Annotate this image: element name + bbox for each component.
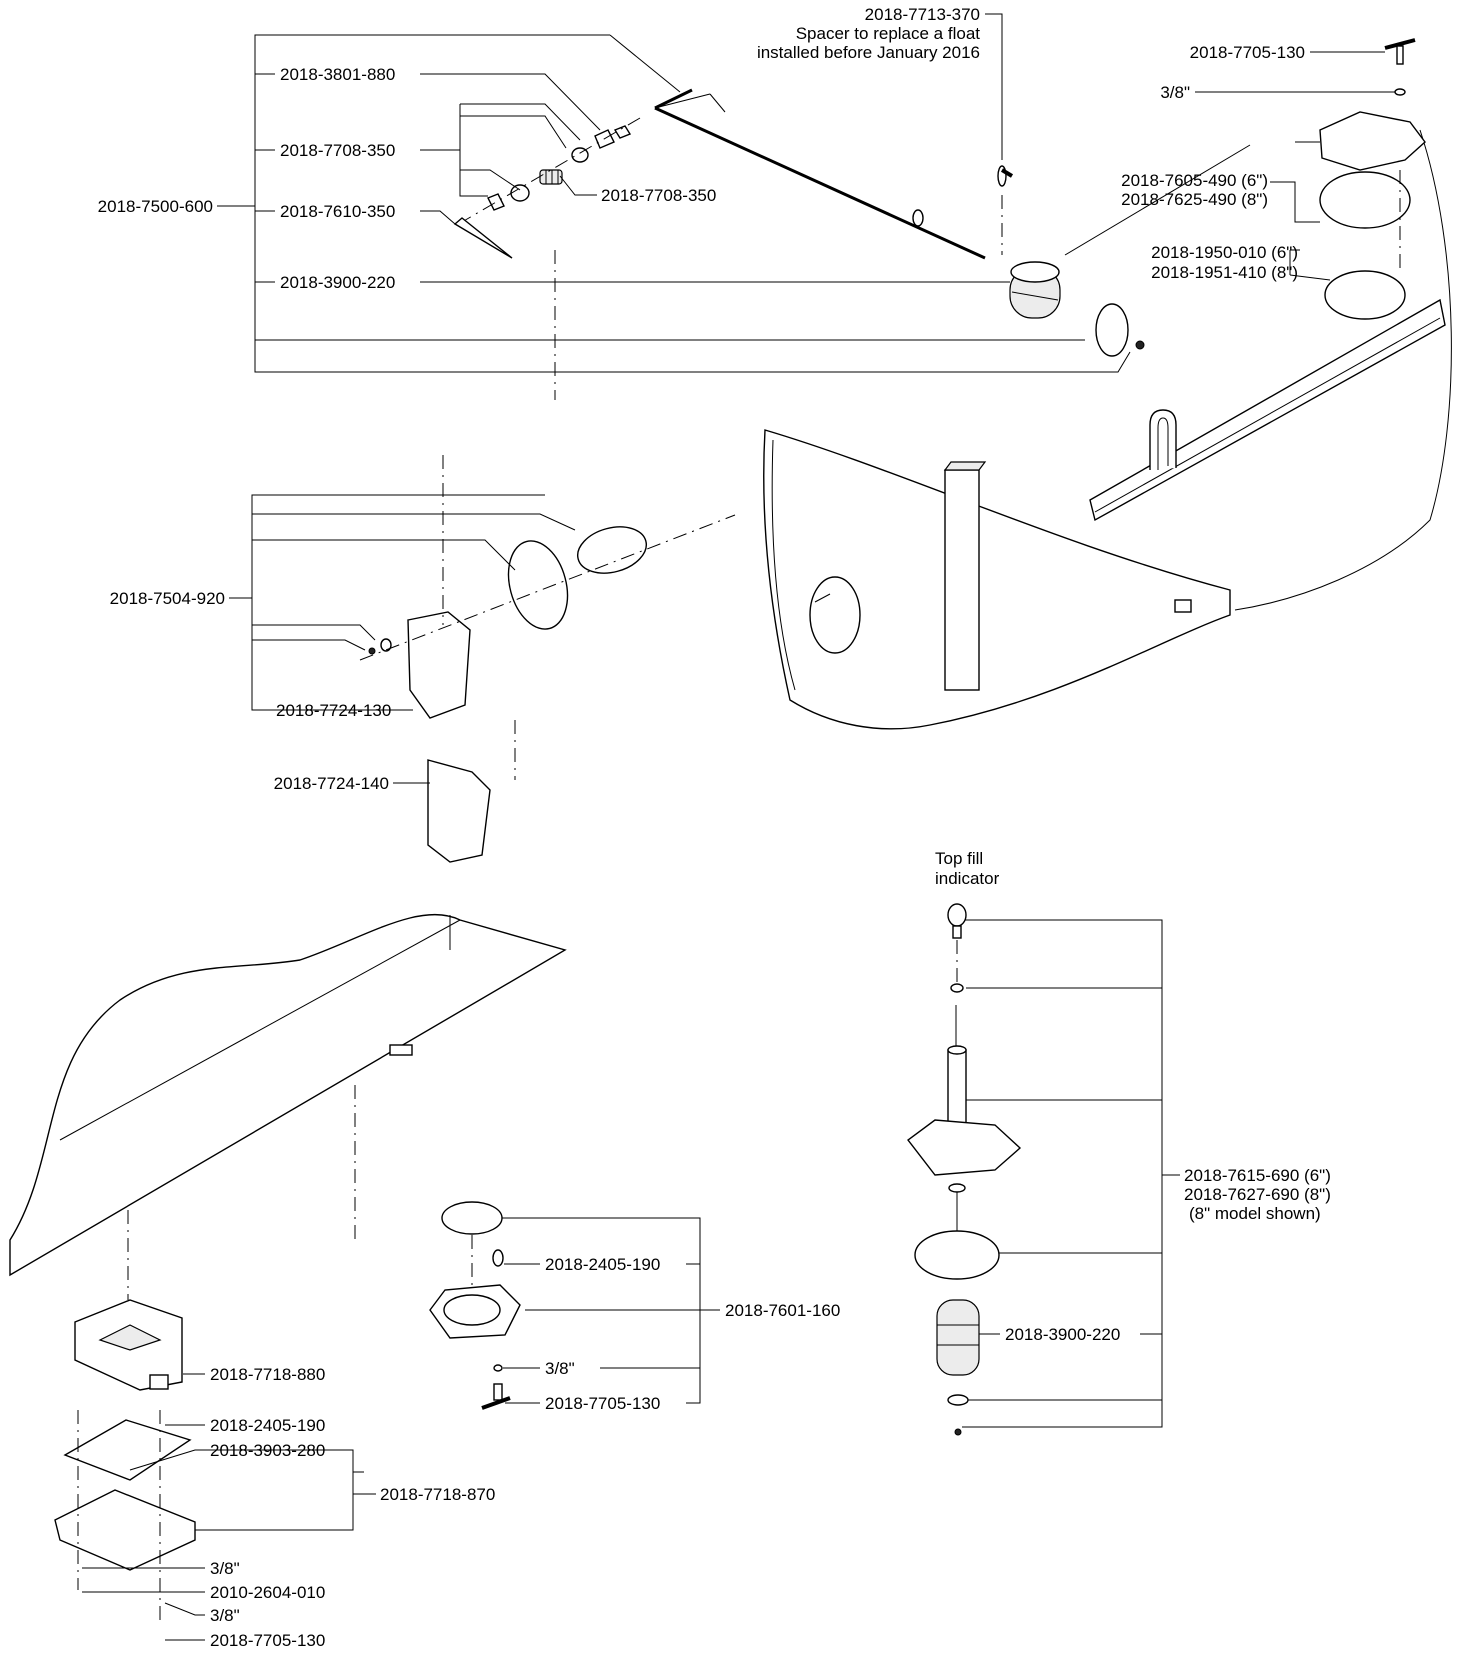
indicator-float [936, 1299, 980, 1376]
label-ind-6: 2018-7615-690 (6") [1184, 1166, 1331, 1185]
label-float-kit: 2018-7500-600 [98, 197, 213, 216]
float-assembly [453, 88, 1145, 400]
tank-body [763, 129, 1452, 730]
label-top-fill-2: indicator [935, 869, 1000, 888]
label-nut-a: 2018-3801-880 [280, 65, 395, 84]
ring-assembly [429, 1201, 521, 1410]
label-plate-a: 2018-7724-130 [276, 701, 391, 720]
spacer [997, 165, 1014, 187]
label-mount-kit: 2018-7718-870 [380, 1485, 495, 1504]
label-gasket-c: 2018-3903-280 [210, 1441, 325, 1460]
label-washer-d: 3/8" [210, 1606, 240, 1625]
spring [539, 169, 563, 185]
label-top-fill-1: Top fill [935, 849, 983, 868]
label-ind-note: (8" model shown) [1189, 1204, 1321, 1223]
label-screw-c: 2018-2405-190 [210, 1416, 325, 1435]
label-nut-c: 2010-2604-010 [210, 1583, 325, 1602]
label-tee-c: 2018-7705-130 [210, 1631, 325, 1650]
label-ind-8: 2018-7627-690 (8") [1184, 1185, 1331, 1204]
top-cap-assembly [1319, 38, 1426, 320]
label-float-b: 2018-3900-220 [1005, 1325, 1120, 1344]
label-ring-8: 2018-1951-410 (8") [1151, 263, 1298, 282]
fill-indicator [907, 903, 1022, 1436]
labels: 2018-7713-370 Spacer to replace a float … [98, 5, 1331, 1650]
float [1009, 261, 1061, 319]
label-spacer-desc-2: installed before January 2016 [757, 43, 980, 62]
label-spring-a: 2018-7708-350 [601, 186, 716, 205]
label-spacer: 2018-7713-370 [865, 5, 980, 24]
label-box: 2018-7718-880 [210, 1365, 325, 1384]
label-tee-top: 2018-7705-130 [1190, 43, 1305, 62]
label-plate-b: 2018-7724-140 [274, 774, 389, 793]
label-cap-8: 2018-7625-490 (8") [1121, 190, 1268, 209]
mount-box [54, 1299, 196, 1620]
label-clip-a: 2018-7610-350 [280, 202, 395, 221]
label-side-kit: 2018-7504-920 [110, 589, 225, 608]
label-float-a: 2018-3900-220 [280, 273, 395, 292]
leader-lines [82, 13, 1395, 1641]
side-cover-assembly [359, 455, 736, 863]
label-washer-b: 3/8" [545, 1359, 575, 1378]
label-ring-kit: 2018-7601-160 [725, 1301, 840, 1320]
label-screw-b: 2018-2405-190 [545, 1255, 660, 1274]
label-washer-a: 2018-7708-350 [280, 141, 395, 160]
lower-tank [9, 913, 567, 1300]
label-cap-6: 2018-7605-490 (6") [1121, 171, 1268, 190]
label-spacer-desc-1: Spacer to replace a float [796, 24, 981, 43]
label-tee-b: 2018-7705-130 [545, 1394, 660, 1413]
label-washer-c: 3/8" [210, 1559, 240, 1578]
label-washer-top: 3/8" [1160, 83, 1190, 102]
label-ring-6: 2018-1950-010 (6") [1151, 243, 1298, 262]
